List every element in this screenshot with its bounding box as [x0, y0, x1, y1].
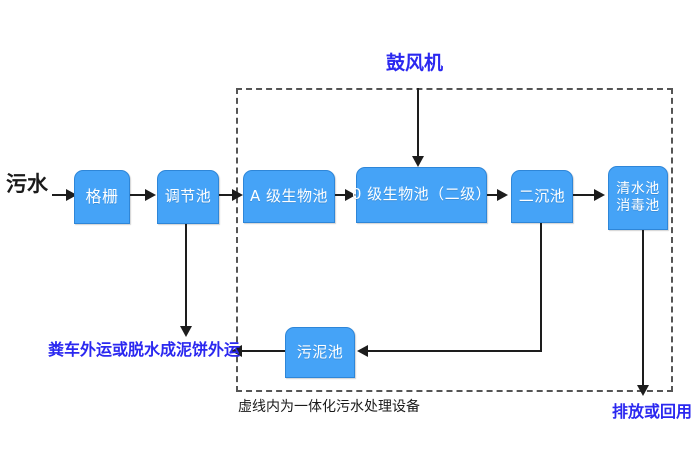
sludge-to-haul-arrowhead	[231, 345, 242, 357]
clarifier-to-clearwater-arrowhead	[594, 189, 605, 201]
node-equalization-line-0: 调节池	[164, 187, 212, 206]
clearwater-to-discharge-line	[642, 230, 644, 388]
node-grille-line-0: 格栅	[85, 186, 119, 206]
enclosure-caption: 虚线内为一体化污水处理设备	[238, 399, 420, 415]
blower-feed-arrowhead	[412, 156, 424, 167]
node-clearwater-disinfection-tank[interactable]: 清水池 消毒池	[608, 166, 668, 230]
clarifier-to-sludge-arrowhead	[357, 345, 368, 357]
blower-feed-line	[417, 88, 419, 158]
inlet-arrowhead	[66, 189, 77, 201]
node-a-stage-line-0: A 级生物池	[249, 186, 329, 205]
clearwater-to-discharge-arrowhead	[637, 385, 649, 396]
clarifier-to-sludge-vline	[540, 223, 542, 352]
sludge-to-haul-line	[242, 350, 285, 352]
astage-to-ostage-arrowhead	[345, 189, 356, 201]
node-grille[interactable]: 格栅	[74, 170, 130, 224]
inlet-connector-line	[52, 194, 68, 196]
node-clearwater-line-1: 消毒池	[616, 198, 660, 214]
node-secondary-clarifier[interactable]: 二沉池	[511, 170, 573, 223]
grille-to-equalization-arrowhead	[145, 189, 156, 201]
node-clarifier-line-0: 二沉池	[518, 186, 566, 205]
equalization-to-astage-line	[219, 194, 235, 196]
equalization-to-haul-arrowhead	[180, 326, 192, 337]
clarifier-to-sludge-hline	[368, 350, 542, 352]
integrated-equipment-enclosure	[236, 88, 673, 392]
equalization-to-haul-line	[185, 224, 187, 328]
water-discharge-label: 排放或回用	[612, 402, 693, 421]
node-equalization-tank[interactable]: 调节池	[157, 170, 219, 224]
node-sludge-tank[interactable]: 污泥池	[285, 327, 355, 378]
inlet-label: 污水	[6, 172, 48, 196]
node-a-stage-tank[interactable]: A 级生物池	[243, 170, 335, 223]
clarifier-to-clearwater-line	[573, 194, 595, 196]
blower-label: 鼓风机	[386, 52, 444, 74]
node-clearwater-line-0: 清水池	[616, 181, 660, 198]
sludge-haul-label: 粪车外运或脱水成泥饼外运	[48, 340, 241, 359]
ostage-to-clarifier-line	[487, 194, 500, 196]
grille-to-equalization-line	[130, 194, 147, 196]
astage-to-ostage-line	[335, 194, 348, 196]
equalization-to-astage-arrowhead	[232, 189, 243, 201]
node-sludge-line-0: 污泥池	[296, 342, 344, 361]
ostage-to-clarifier-arrowhead	[497, 189, 508, 201]
node-o-stage-tank[interactable]: 0 级生物池（二级）	[352, 167, 491, 223]
node-o-stage-line-0: 0 级生物池（二级）	[351, 185, 492, 204]
